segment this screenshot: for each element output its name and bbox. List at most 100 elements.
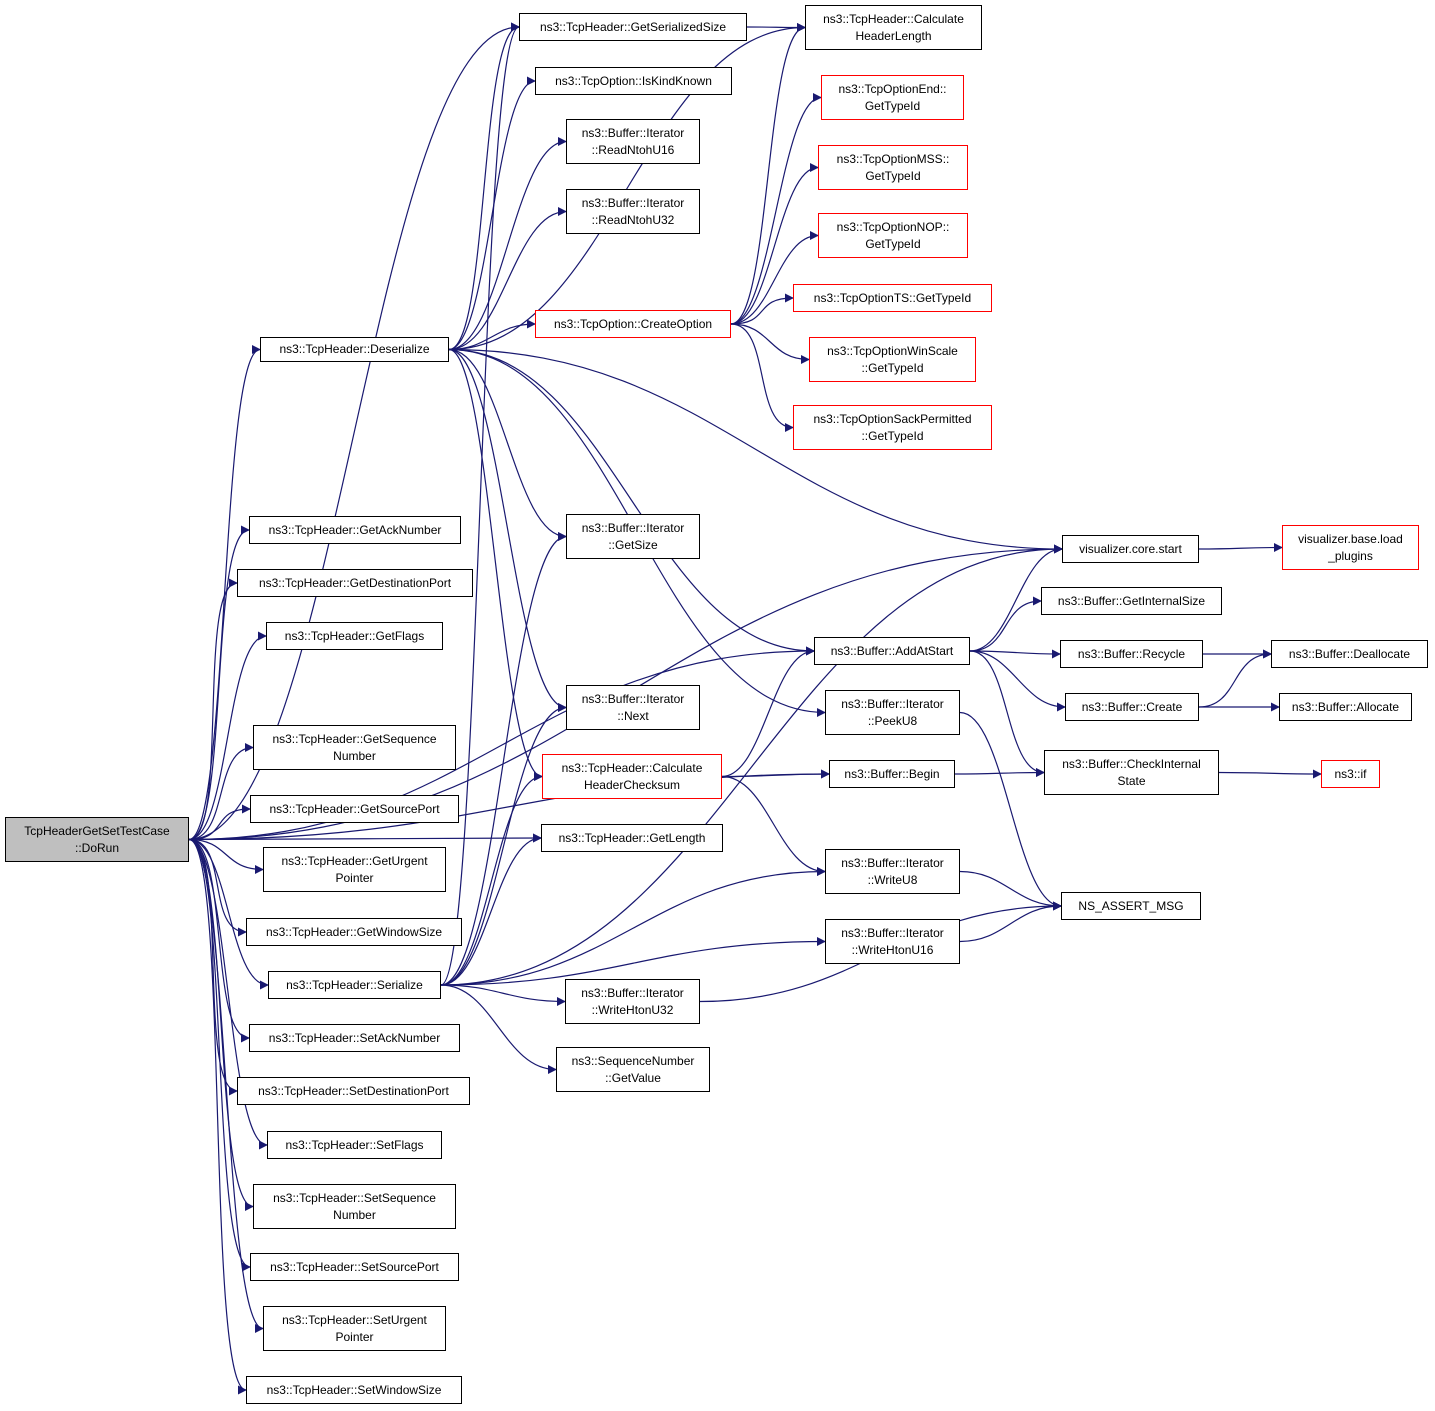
- node-getserializedsize[interactable]: ns3::TcpHeader::GetSerializedSize: [519, 13, 747, 41]
- edge-root-to-addatstart: [188, 646, 815, 841]
- edge-calcchecksum-to-begin: [721, 769, 830, 779]
- node-label-line: ns3::TcpHeader::GetSerializedSize: [539, 19, 727, 34]
- node-writehtonu32[interactable]: ns3::Buffer::Iterator::WriteHtonU32: [565, 979, 700, 1024]
- node-label-line: ns3::TcpOptionSackPermitted: [813, 411, 972, 426]
- edge-getserializedsize-to-calcheaderlength: [746, 22, 806, 32]
- node-label-line: ns3::Buffer::GetInternalSize: [1057, 593, 1206, 608]
- node-label-line: ns3::Buffer::CheckInternal: [1062, 756, 1201, 771]
- node-begin[interactable]: ns3::Buffer::Begin: [829, 760, 955, 788]
- node-label-line: ::ReadNtohU16: [591, 142, 675, 157]
- edge-deserialize-to-itgetsize: [448, 348, 567, 541]
- node-readntohu16[interactable]: ns3::Buffer::Iterator::ReadNtohU16: [566, 119, 700, 164]
- node-seqgetvalue[interactable]: ns3::SequenceNumber::GetValue: [556, 1047, 710, 1092]
- node-peeku8[interactable]: ns3::Buffer::Iterator::PeekU8: [825, 690, 960, 735]
- edge-serialize-to-writehtonu16: [440, 937, 826, 986]
- node-itgetsize[interactable]: ns3::Buffer::Iterator::GetSize: [566, 514, 700, 559]
- node-optsack[interactable]: ns3::TcpOptionSackPermitted::GetTypeId: [793, 405, 992, 450]
- edge-root-to-getlength: [188, 833, 542, 843]
- node-label-line: ::GetTypeId: [861, 360, 924, 375]
- edge-root-to-setsourceport: [188, 838, 251, 1272]
- node-label-line: ns3::TcpHeader::Serialize: [286, 977, 423, 992]
- node-root[interactable]: TcpHeaderGetSetTestCase::DoRun: [5, 817, 189, 862]
- node-getsourceport[interactable]: ns3::TcpHeader::GetSourcePort: [250, 795, 459, 823]
- node-optnop[interactable]: ns3::TcpOptionNOP::GetTypeId: [818, 213, 968, 258]
- edge-createoption-to-optmss: [730, 163, 819, 325]
- edge-serialize-to-writehtonu32: [440, 984, 566, 1006]
- node-optend[interactable]: ns3::TcpOptionEnd::GetTypeId: [821, 75, 964, 120]
- node-label-line: ns3::TcpHeader::GetDestinationPort: [258, 575, 452, 590]
- node-label-line: ns3::Buffer::Iterator: [581, 125, 685, 140]
- node-writehtonu16[interactable]: ns3::Buffer::Iterator::WriteHtonU16: [825, 919, 960, 964]
- node-getdestinationport[interactable]: ns3::TcpHeader::GetDestinationPort: [237, 569, 473, 597]
- node-getlength[interactable]: ns3::TcpHeader::GetLength: [541, 824, 723, 852]
- node-label-line: HeaderChecksum: [583, 777, 681, 792]
- node-label-line: GetTypeId: [865, 168, 921, 183]
- node-optwinscale[interactable]: ns3::TcpOptionWinScale::GetTypeId: [809, 337, 976, 382]
- node-optmss[interactable]: ns3::TcpOptionMSS::GetTypeId: [818, 145, 968, 190]
- node-label-line: Number: [333, 748, 376, 763]
- node-nsassertmsg[interactable]: NS_ASSERT_MSG: [1061, 892, 1201, 920]
- node-label-line: ns3::TcpHeader::Calculate: [823, 11, 964, 26]
- node-writeu8[interactable]: ns3::Buffer::Iterator::WriteU8: [825, 849, 960, 894]
- node-label-line: ns3::TcpHeader::GetAckNumber: [268, 522, 442, 537]
- node-recycle[interactable]: ns3::Buffer::Recycle: [1060, 640, 1203, 668]
- node-getflags[interactable]: ns3::TcpHeader::GetFlags: [266, 622, 443, 650]
- node-optts[interactable]: ns3::TcpOptionTS::GetTypeId: [793, 284, 992, 312]
- node-getwindowsize[interactable]: ns3::TcpHeader::GetWindowSize: [246, 918, 462, 946]
- node-setwindowsize[interactable]: ns3::TcpHeader::SetWindowSize: [246, 1376, 462, 1404]
- edge-serialize-to-getserializedsize: [440, 22, 520, 986]
- node-getinternalsize[interactable]: ns3::Buffer::GetInternalSize: [1041, 587, 1222, 615]
- node-setsourceport[interactable]: ns3::TcpHeader::SetSourcePort: [250, 1253, 459, 1281]
- node-loadplugins[interactable]: visualizer.base.load_plugins: [1282, 525, 1419, 570]
- node-label-line: ::GetTypeId: [861, 428, 924, 443]
- node-label-line: ns3::TcpHeader::SetSequence: [273, 1190, 436, 1205]
- node-label-line: ns3::TcpOptionTS::GetTypeId: [813, 290, 972, 305]
- edge-root-to-setflags: [188, 838, 268, 1150]
- node-label-line: ns3::TcpHeader::SetFlags: [285, 1137, 424, 1152]
- node-allocate[interactable]: ns3::Buffer::Allocate: [1279, 693, 1412, 721]
- node-create[interactable]: ns3::Buffer::Create: [1065, 693, 1199, 721]
- edge-addatstart-to-getinternalsize: [969, 596, 1042, 652]
- edge-deserialize-to-createoption: [448, 319, 536, 351]
- node-setflags[interactable]: ns3::TcpHeader::SetFlags: [267, 1131, 442, 1159]
- node-setacknumber[interactable]: ns3::TcpHeader::SetAckNumber: [249, 1024, 460, 1052]
- node-deserialize[interactable]: ns3::TcpHeader::Deserialize: [260, 337, 449, 362]
- node-label-line: ns3::Buffer::Recycle: [1077, 646, 1186, 661]
- edge-createoption-to-optsack: [730, 323, 794, 432]
- edge-createoption-to-optnop: [730, 231, 819, 325]
- edge-create-to-deallocate: [1198, 649, 1272, 708]
- node-label-line: ::PeekU8: [867, 713, 918, 728]
- node-nsif[interactable]: ns3::if: [1321, 760, 1380, 788]
- node-setdestinationport[interactable]: ns3::TcpHeader::SetDestinationPort: [237, 1077, 470, 1105]
- edge-createoption-to-optts: [730, 293, 794, 325]
- node-label-line: ns3::TcpOption::IsKindKnown: [555, 73, 712, 88]
- edge-createoption-to-optwinscale: [730, 323, 810, 364]
- node-label-line: ns3::Buffer::Iterator: [581, 195, 685, 210]
- node-label-line: ns3::TcpHeader::SetUrgent: [282, 1312, 427, 1327]
- node-getacknumber[interactable]: ns3::TcpHeader::GetAckNumber: [249, 516, 461, 544]
- node-createoption[interactable]: ns3::TcpOption::CreateOption: [535, 310, 731, 338]
- node-addatstart[interactable]: ns3::Buffer::AddAtStart: [814, 637, 970, 665]
- node-label-line: ns3::TcpHeader::GetFlags: [284, 628, 425, 643]
- edge-root-to-getwindowsize: [188, 838, 247, 937]
- node-vizstart[interactable]: visualizer.core.start: [1062, 535, 1199, 563]
- node-iskindknown[interactable]: ns3::TcpOption::IsKindKnown: [535, 67, 732, 95]
- node-label-line: ::GetValue: [605, 1070, 661, 1085]
- node-label-line: ns3::TcpHeader::GetUrgent: [281, 853, 428, 868]
- node-deallocate[interactable]: ns3::Buffer::Deallocate: [1271, 640, 1428, 668]
- node-label-line: ns3::Buffer::Iterator: [581, 985, 684, 1000]
- node-label-line: ns3::if: [1334, 766, 1367, 781]
- node-label-line: ns3::Buffer::Allocate: [1291, 699, 1400, 714]
- node-readntohu32[interactable]: ns3::Buffer::Iterator::ReadNtohU32: [566, 189, 700, 234]
- node-serialize[interactable]: ns3::TcpHeader::Serialize: [268, 971, 441, 999]
- node-itnext[interactable]: ns3::Buffer::Iterator::Next: [566, 685, 700, 730]
- edge-serialize-to-writeu8: [440, 867, 826, 986]
- node-label-line: ns3::TcpOptionNOP::: [836, 219, 950, 234]
